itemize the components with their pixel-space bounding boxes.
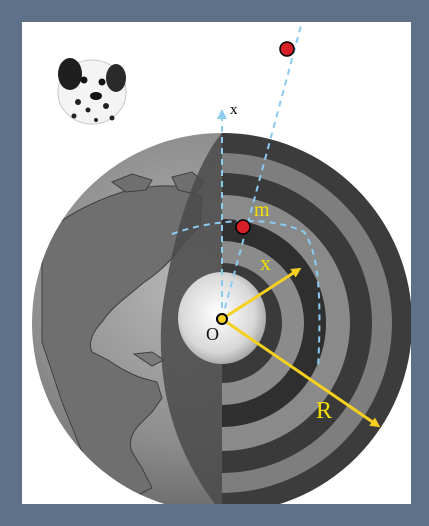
axis-label-x: x [230,102,238,118]
mass-point-m [235,219,251,235]
dalmatian-icon [57,58,127,125]
continents-map [41,171,205,499]
vectors [221,267,381,428]
dashed-guides [171,22,321,369]
radial-line [221,22,303,320]
cutaway-layers [222,133,411,504]
distance-label-x: x [260,250,271,275]
radius-label-R: R [316,398,332,424]
mass-label-m: m [254,199,270,221]
earth-cross-section-diagram: x m x O R [32,22,411,504]
mass-point-outer [279,41,295,57]
x-vector [221,267,302,321]
R-vector [221,317,381,428]
shell-arc [171,220,321,369]
origin-label: O [206,324,219,344]
origin-point [216,313,228,325]
diagram-panel: x m x O R [22,22,411,504]
